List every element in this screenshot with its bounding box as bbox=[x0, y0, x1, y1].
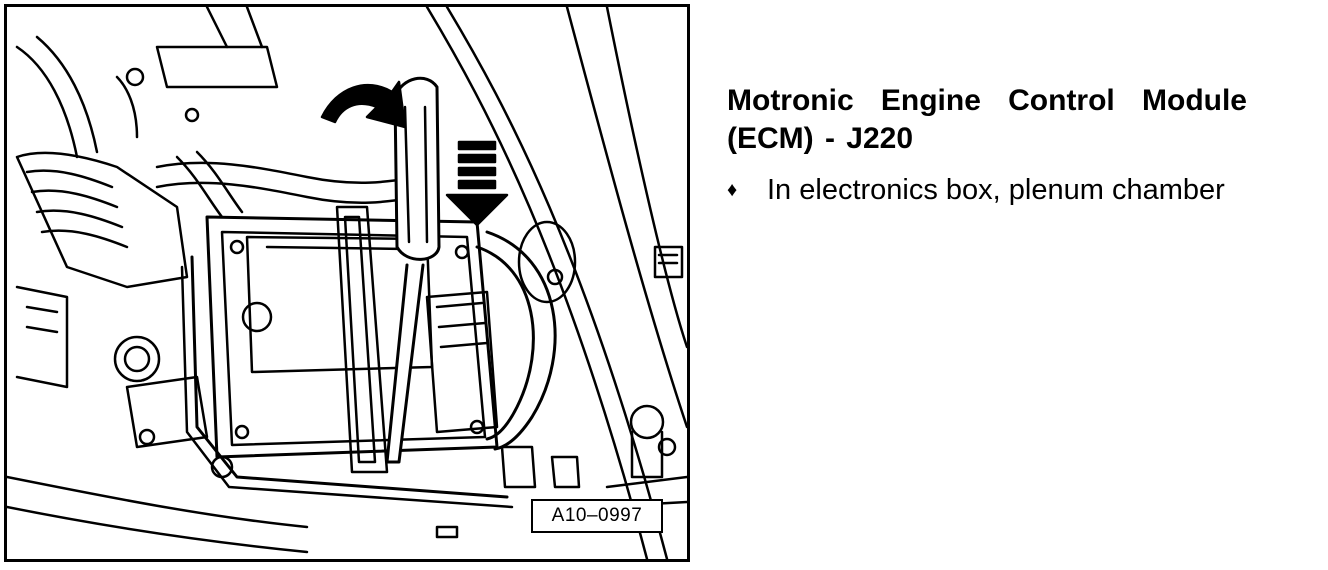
list-item: ♦ In electronics box, plenum chamber bbox=[727, 172, 1247, 208]
figure-reference-label: A10–0997 bbox=[531, 499, 663, 533]
engine-bay-illustration: A10–0997 bbox=[4, 4, 690, 562]
description-block: Motronic Engine Control Module (ECM) - J… bbox=[727, 82, 1247, 208]
diamond-bullet-icon: ♦ bbox=[727, 179, 738, 201]
list-item-text: In electronics box, plenum chamber bbox=[767, 174, 1225, 206]
component-heading: Motronic Engine Control Module (ECM) - J… bbox=[727, 84, 1247, 155]
ecm-line-drawing bbox=[7, 7, 687, 559]
